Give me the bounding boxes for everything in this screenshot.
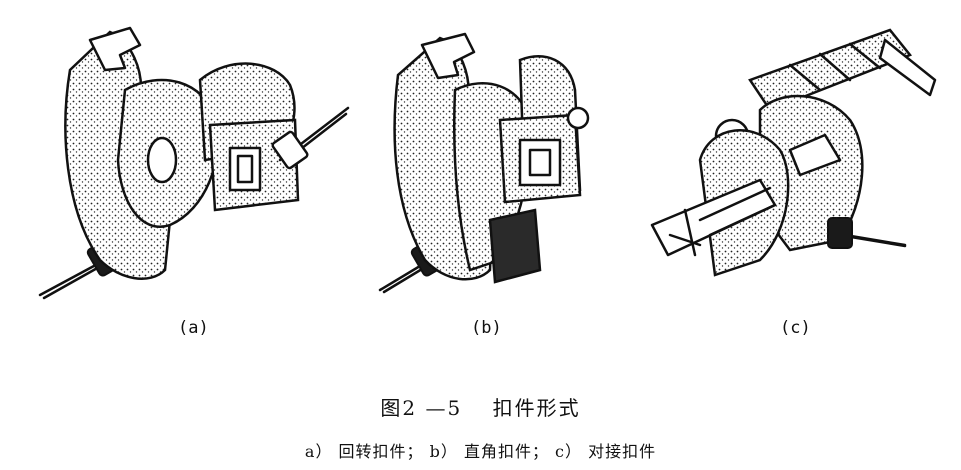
- swivel-coupler-illustration: [30, 10, 360, 310]
- right-angle-coupler-illustration: [370, 20, 610, 310]
- panel-label-a: (a): [178, 318, 209, 338]
- figure-title: 图2 —5 扣件形式: [380, 396, 581, 420]
- panel-label-b: (b): [471, 318, 502, 338]
- butt-coupler-illustration: [640, 10, 940, 300]
- panel-label-c: (c): [780, 318, 811, 338]
- figure-caption: a） 回转扣件； b） 直角扣件； c） 对接扣件: [304, 442, 657, 461]
